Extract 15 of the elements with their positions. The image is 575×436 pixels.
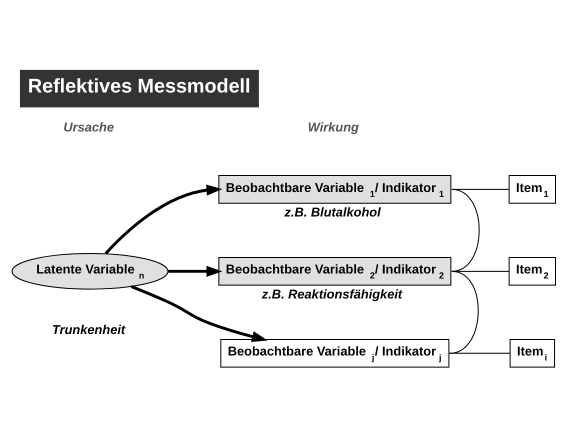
- arrow: [104, 184, 222, 254]
- label: Wirkung: [308, 119, 359, 134]
- arrow: [168, 265, 222, 276]
- connector: [449, 270, 479, 354]
- node-label: z.B. Blutalkohol: [284, 204, 381, 219]
- node-ellipse: Latente Variable$_{n}$: [12, 252, 168, 290]
- connector: [451, 188, 480, 272]
- connector: [451, 270, 510, 272]
- connector: [451, 188, 510, 190]
- arrow: [130, 284, 268, 342]
- connector: [448, 352, 510, 354]
- label: Ursache: [63, 119, 114, 134]
- diagram-title: Reflektives Messmodell: [28, 75, 251, 98]
- node-label: z.B. Reaktionsfähigkeit: [262, 286, 402, 301]
- node-label: Trunkenheit: [52, 321, 126, 336]
